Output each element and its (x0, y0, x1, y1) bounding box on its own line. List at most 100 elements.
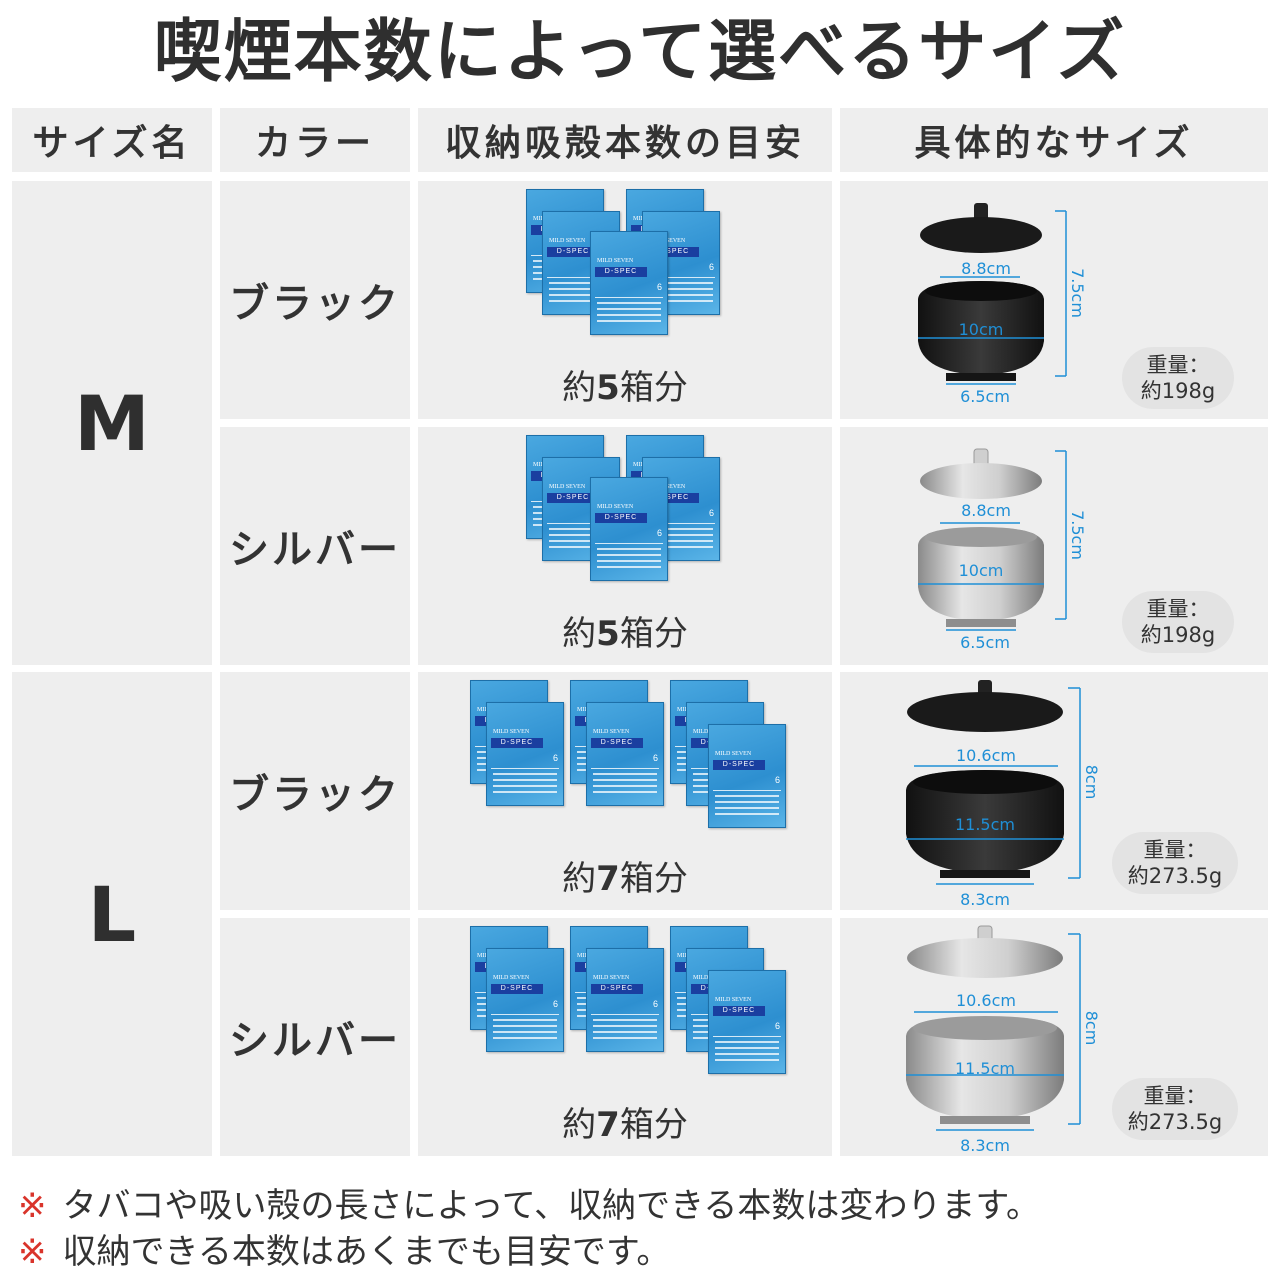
lid-width-label: 8.8cm (961, 259, 1011, 278)
cigarette-pack: MILD SEVEN D-SPEC 6 (486, 702, 564, 806)
height-label: 8cm (1082, 765, 1101, 800)
size-l-cell: L (12, 672, 212, 1156)
ashtray-diagram: 10.6cm 11.5cm 8.3cm 8cm (906, 680, 1101, 909)
color-cell-l-black: ブラック (220, 672, 410, 910)
pack-warning (491, 768, 559, 797)
pack-brand: MILD SEVEN (493, 729, 530, 735)
pack-product: D-SPEC (595, 267, 647, 277)
pack-warning (591, 768, 659, 797)
tray-body (906, 770, 1064, 874)
header-dimensions: 具体的なサイズ (840, 108, 1268, 172)
pack-product: D-SPEC (713, 1006, 765, 1016)
pack-brand: MILD SEVEN (715, 751, 752, 757)
pack-warning (647, 277, 715, 306)
body-width-label: 10cm (959, 320, 1004, 339)
cigarette-pack: MILD SEVEN D-SPEC 6 (486, 948, 564, 1052)
note-2: ※収納できる本数はあくまでも目安です。 (18, 1232, 671, 1272)
pack-number: 6 (774, 775, 780, 785)
weight-badge: 重量：約273.5g (1112, 832, 1238, 894)
pack-warning (713, 1036, 781, 1065)
pack-number: 6 (652, 999, 658, 1009)
pack-product: D-SPEC (547, 247, 599, 257)
pack-brand: MILD SEVEN (597, 258, 634, 264)
tray-body (918, 527, 1044, 621)
header-size-name: サイズ名 (12, 108, 212, 172)
dimension-cell-l-silver: 10.6cm 11.5cm 8.3cm 8cm 重量：約273.5g (840, 918, 1268, 1156)
pack-product: D-SPEC (647, 247, 699, 257)
pack-product: D-SPEC (547, 493, 599, 503)
cigarette-pack: MILD SEVEN D-SPEC 6 (586, 702, 664, 806)
pack-number: 6 (708, 508, 714, 518)
pack-warning (547, 523, 615, 552)
cigarette-pack: MILD SEVEN D-SPEC 6 (590, 231, 668, 335)
pack-brand: MILD SEVEN (549, 238, 586, 244)
lid-width-label: 10.6cm (956, 991, 1016, 1010)
pack-number: 6 (656, 282, 662, 292)
cigarette-pack: MILD SEVEN D-SPEC 6 (708, 724, 786, 828)
dimension-cell-m-silver: 8.8cm 10cm 6.5cm 7.5cm 重量：約198g (840, 427, 1268, 665)
pack-product: D-SPEC (591, 738, 643, 748)
ashtray-diagram: 8.8cm 10cm 6.5cm 7.5cm (918, 203, 1087, 406)
lid (907, 692, 1063, 732)
pack-product: D-SPEC (491, 738, 543, 748)
header-color: カラー (220, 108, 410, 172)
body-width-label: 10cm (959, 561, 1004, 580)
lid (907, 938, 1063, 978)
lid-width-label: 8.8cm (961, 501, 1011, 520)
tray-body (906, 1016, 1064, 1120)
pack-number: 6 (708, 262, 714, 272)
pack-number: 6 (656, 528, 662, 538)
ashtray-diagram: 8.8cm 10cm 6.5cm 7.5cm (918, 448, 1087, 652)
pack-brand: MILD SEVEN (593, 729, 630, 735)
lid (920, 217, 1042, 253)
dimension-cell-m-black: 8.8cm 10cm 6.5cm 7.5cm 重量：約198g (840, 181, 1268, 419)
pack-warning (547, 277, 615, 306)
weight-badge: 重量：約198g (1122, 347, 1234, 409)
pack-count-label: 約7箱分 (562, 1105, 688, 1145)
pack-count-label: 約5箱分 (562, 614, 688, 654)
pack-product: D-SPEC (713, 760, 765, 770)
base-width-label: 8.3cm (960, 1136, 1010, 1155)
pack-warning (491, 1014, 559, 1043)
pack-number: 6 (552, 753, 558, 763)
height-label: 7.5cm (1068, 510, 1087, 560)
base-width-label: 8.3cm (960, 890, 1010, 909)
pack-count-label: 約7箱分 (562, 859, 688, 899)
header-count: 収納吸殻本数の目安 (418, 108, 832, 172)
height-label: 7.5cm (1068, 268, 1087, 318)
pack-brand: MILD SEVEN (493, 975, 530, 981)
ashtray-diagram: 10.6cm 11.5cm 8.3cm 8cm (906, 925, 1101, 1155)
body-width-label: 11.5cm (955, 815, 1015, 834)
lid-width-label: 10.6cm (956, 746, 1016, 765)
base-width-label: 6.5cm (960, 387, 1010, 406)
color-cell-m-silver: シルバー (220, 427, 410, 665)
pack-number: 6 (774, 1021, 780, 1031)
pack-product: D-SPEC (591, 984, 643, 994)
dimension-cell-l-black: 10.6cm 11.5cm 8.3cm 8cm 重量：約273.5g (840, 672, 1268, 910)
page-title: 喫煙本数によって選べるサイズ (153, 13, 1127, 92)
pack-number: 6 (652, 753, 658, 763)
pack-number: 6 (552, 999, 558, 1009)
color-cell-l-silver: シルバー (220, 918, 410, 1156)
pack-product: D-SPEC (491, 984, 543, 994)
pack-warning (595, 297, 663, 326)
cigarette-pack: MILD SEVEN D-SPEC 6 (590, 477, 668, 581)
lid (920, 463, 1042, 499)
pack-warning (591, 1014, 659, 1043)
pack-product: D-SPEC (595, 513, 647, 523)
color-cell-m-black: ブラック (220, 181, 410, 419)
pack-brand: MILD SEVEN (715, 997, 752, 1003)
pack-warning (713, 790, 781, 819)
lid-knob (974, 203, 988, 221)
pack-brand: MILD SEVEN (597, 504, 634, 510)
base-width-label: 6.5cm (960, 633, 1010, 652)
pack-product: D-SPEC (647, 493, 699, 503)
tray-body (918, 281, 1044, 375)
height-label: 8cm (1082, 1011, 1101, 1046)
body-width-label: 11.5cm (955, 1059, 1015, 1078)
